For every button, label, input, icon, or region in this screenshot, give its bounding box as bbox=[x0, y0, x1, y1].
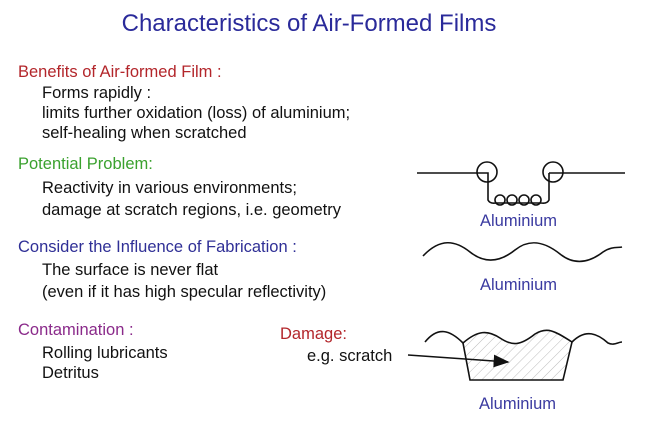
damage-heading: Damage: bbox=[280, 325, 347, 343]
diagram-label: Aluminium bbox=[480, 276, 558, 294]
arrow-icon bbox=[407, 354, 510, 368]
contamination-item: Rolling lubricants bbox=[42, 344, 168, 362]
fabrication-item: (even if it has high specular reflectivi… bbox=[42, 283, 327, 301]
benefits-item: Forms rapidly : bbox=[42, 84, 152, 102]
problem-item: Reactivity in various environments; bbox=[42, 179, 297, 197]
benefits-heading: Benefits of Air-formed Film : bbox=[18, 63, 222, 81]
contamination-item: Detritus bbox=[42, 364, 99, 382]
problem-item: damage at scratch regions, i.e. geometry bbox=[42, 201, 341, 219]
benefits-item: self-healing when scratched bbox=[42, 124, 247, 142]
film-defect-diagram bbox=[417, 161, 625, 206]
page-title: Characteristics of Air-Formed Films bbox=[121, 10, 497, 37]
fabrication-item: The surface is never flat bbox=[42, 261, 219, 279]
scratch-diagram bbox=[407, 329, 623, 381]
diagram-label: Aluminium bbox=[480, 212, 558, 230]
damage-example: e.g. scratch bbox=[307, 347, 393, 365]
problem-heading: Potential Problem: bbox=[18, 155, 153, 173]
contamination-heading: Contamination : bbox=[18, 321, 134, 339]
fabrication-heading: Consider the Influence of Fabrication : bbox=[18, 238, 297, 256]
diagram-label: Aluminium bbox=[479, 395, 557, 413]
wavy-surface-diagram bbox=[422, 241, 623, 263]
benefits-item: limits further oxidation (loss) of alumi… bbox=[42, 104, 351, 122]
